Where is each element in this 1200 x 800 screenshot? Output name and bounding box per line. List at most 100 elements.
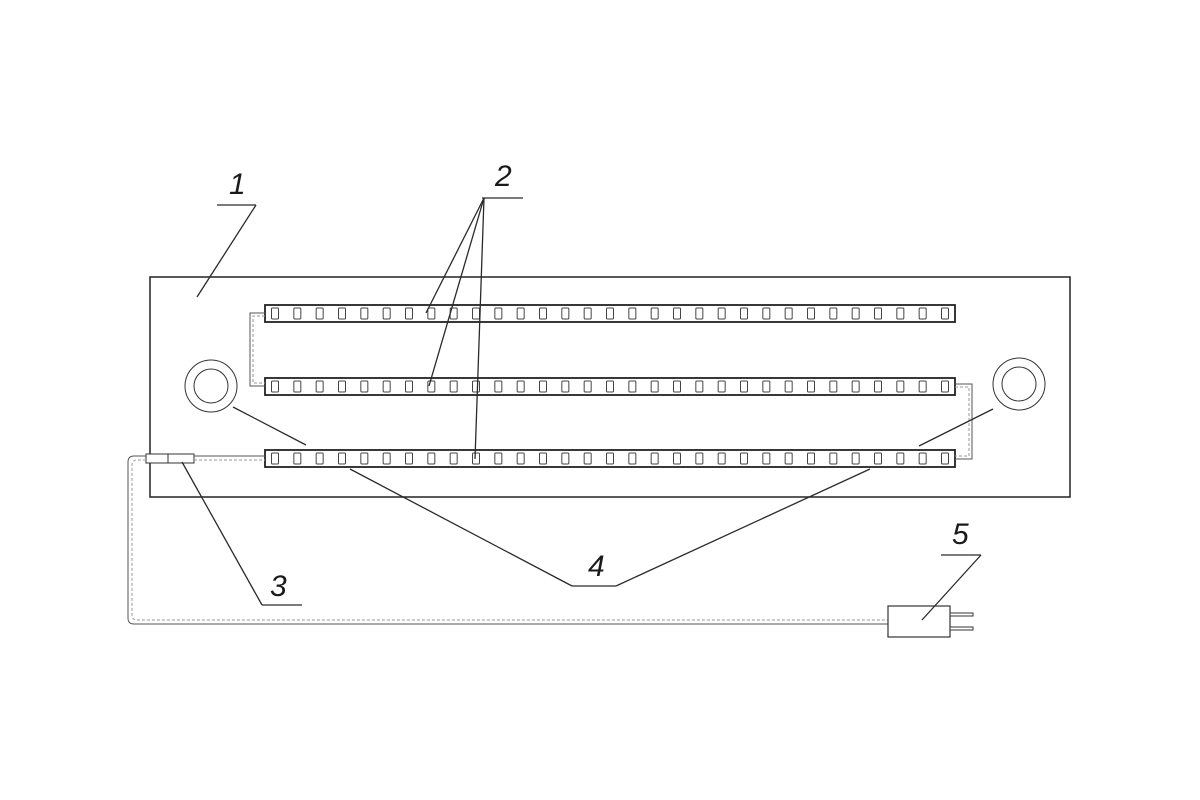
led-chip bbox=[740, 452, 748, 465]
power-cable bbox=[127, 455, 888, 625]
led-chip bbox=[583, 307, 592, 320]
led-chip bbox=[851, 452, 860, 465]
strip-jumper-left bbox=[249, 312, 265, 387]
led-chip bbox=[807, 380, 815, 393]
mounting-hole-right bbox=[992, 357, 1046, 411]
led-chip bbox=[851, 380, 860, 393]
led-chip bbox=[494, 452, 503, 465]
led-chip bbox=[516, 380, 525, 393]
led-chip bbox=[874, 380, 882, 393]
led-chip bbox=[427, 380, 436, 393]
led-chip bbox=[673, 307, 681, 320]
led-chip bbox=[606, 380, 614, 393]
led-strips bbox=[264, 304, 956, 468]
led-chip bbox=[829, 380, 838, 393]
led-chip bbox=[784, 307, 793, 320]
led-chip bbox=[494, 380, 503, 393]
callout-panel: 1 bbox=[229, 168, 246, 201]
led-chip bbox=[561, 307, 570, 320]
leader-plug bbox=[921, 554, 982, 621]
led-chip bbox=[628, 307, 637, 320]
led-chip bbox=[561, 452, 570, 465]
led-chip bbox=[271, 380, 279, 393]
led-chip bbox=[717, 380, 726, 393]
led-chip bbox=[293, 452, 302, 465]
led-chip bbox=[561, 380, 570, 393]
led-chip bbox=[606, 452, 614, 465]
callout-led-strips: 2 bbox=[494, 160, 512, 193]
led-chip bbox=[717, 307, 726, 320]
led-chip bbox=[494, 307, 503, 320]
led-chip bbox=[360, 380, 369, 393]
led-chip bbox=[405, 380, 413, 393]
led-chip bbox=[784, 380, 793, 393]
callout-plug: 5 bbox=[952, 518, 969, 551]
led-chip bbox=[874, 452, 882, 465]
led-chip bbox=[338, 452, 346, 465]
led-chip bbox=[762, 307, 771, 320]
led-chip bbox=[271, 307, 279, 320]
led-chip bbox=[472, 380, 480, 393]
led-chip bbox=[472, 307, 480, 320]
led-chip bbox=[740, 380, 748, 393]
led-chip bbox=[427, 307, 436, 320]
led-chip bbox=[583, 380, 592, 393]
led-chip bbox=[784, 452, 793, 465]
led-chip bbox=[807, 452, 815, 465]
led-chip bbox=[650, 307, 659, 320]
led-chip bbox=[695, 452, 704, 465]
led-chip bbox=[650, 380, 659, 393]
mounting-hole-left bbox=[184, 359, 238, 413]
led-chip bbox=[583, 452, 592, 465]
led-chip bbox=[918, 380, 927, 393]
led-chip bbox=[896, 307, 905, 320]
led-chip bbox=[807, 307, 815, 320]
led-chip bbox=[628, 452, 637, 465]
led-chip bbox=[405, 452, 413, 465]
leader-wires bbox=[232, 406, 994, 587]
led-chip bbox=[650, 452, 659, 465]
led-chip bbox=[449, 452, 458, 465]
callout-connector: 3 bbox=[270, 570, 287, 603]
led-chip bbox=[539, 452, 547, 465]
led-chip bbox=[539, 380, 547, 393]
led-chip bbox=[382, 380, 391, 393]
led-chip bbox=[762, 452, 771, 465]
led-chip bbox=[382, 307, 391, 320]
led-chip bbox=[695, 380, 704, 393]
led-chip bbox=[382, 452, 391, 465]
leader-led-strips bbox=[425, 197, 523, 460]
led-chip bbox=[673, 380, 681, 393]
led-chip bbox=[271, 452, 279, 465]
led-chip bbox=[851, 307, 860, 320]
led-chip bbox=[874, 307, 882, 320]
led-chip bbox=[360, 307, 369, 320]
led-chip bbox=[315, 380, 324, 393]
led-chip bbox=[918, 307, 927, 320]
led-chip bbox=[941, 307, 949, 320]
led-chip bbox=[539, 307, 547, 320]
leader-connector bbox=[181, 461, 302, 606]
led-chip bbox=[606, 307, 614, 320]
led-chip bbox=[293, 380, 302, 393]
led-chip bbox=[449, 380, 458, 393]
led-chip bbox=[896, 452, 905, 465]
callout-wires: 4 bbox=[588, 550, 605, 583]
led-strip bbox=[264, 449, 956, 468]
led-chip bbox=[941, 380, 949, 393]
led-chip bbox=[740, 307, 748, 320]
led-chip bbox=[315, 307, 324, 320]
led-chip bbox=[293, 307, 302, 320]
led-chip bbox=[516, 307, 525, 320]
led-chip bbox=[360, 452, 369, 465]
led-chip bbox=[762, 380, 771, 393]
led-strip bbox=[264, 304, 956, 323]
led-chip bbox=[941, 452, 949, 465]
led-chip bbox=[516, 452, 525, 465]
led-chip bbox=[673, 452, 681, 465]
led-chip bbox=[829, 307, 838, 320]
led-chip bbox=[628, 380, 637, 393]
led-chip bbox=[918, 452, 927, 465]
led-chip bbox=[829, 452, 838, 465]
